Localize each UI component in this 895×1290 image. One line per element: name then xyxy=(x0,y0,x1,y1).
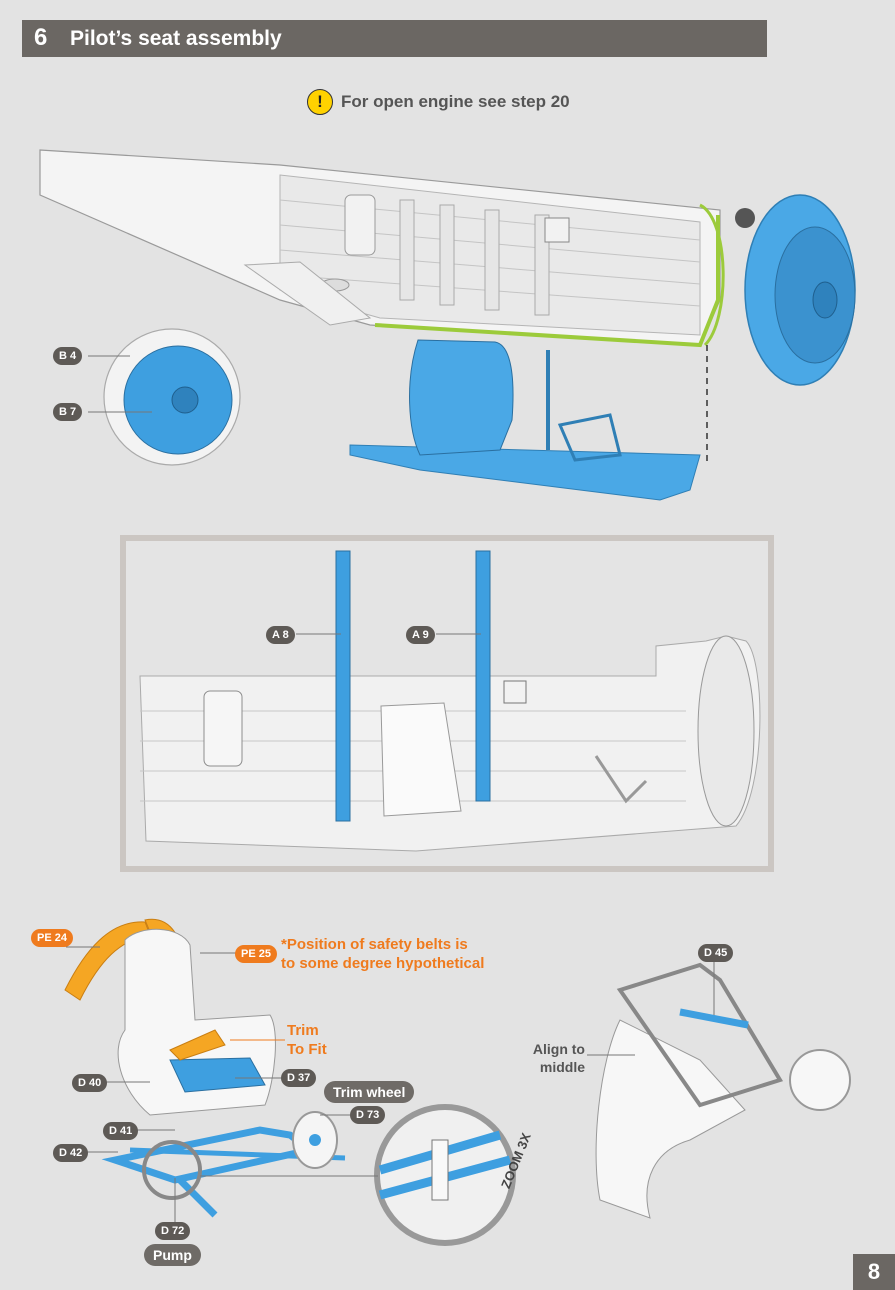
trim-to-fit-line1: Trim xyxy=(287,1022,319,1039)
exclamation-icon: ! xyxy=(307,89,333,115)
part-label-d40: D 40 xyxy=(72,1074,108,1092)
part-label-d42: D 42 xyxy=(53,1144,89,1162)
page-number: 8 xyxy=(853,1254,895,1290)
trim-to-fit-line2: To Fit xyxy=(287,1041,327,1058)
part-label-pe24: PE 24 xyxy=(31,929,73,947)
fuselage-illustration xyxy=(39,149,856,501)
part-label-a8: A 8 xyxy=(266,626,295,644)
open-engine-note: ! For open engine see step 20 xyxy=(307,89,570,115)
part-label-pe25: PE 25 xyxy=(235,945,277,963)
step-number: 6 xyxy=(34,24,48,51)
trim-to-fit-note: Trim To Fit xyxy=(287,1021,327,1059)
part-label-d72: D 72 xyxy=(155,1222,191,1240)
part-label-a9: A 9 xyxy=(406,626,435,644)
part-label-d45: D 45 xyxy=(698,944,734,962)
step-header: 6 Pilot’s seat assembly xyxy=(22,20,767,57)
trim-wheel-label: Trim wheel xyxy=(324,1081,415,1103)
align-note-line1: Align to xyxy=(532,1041,585,1057)
safety-note-line2: to some degree hypothetical xyxy=(281,955,485,972)
step-title: Pilot’s seat assembly xyxy=(70,27,282,50)
pump-label: Pump xyxy=(144,1244,201,1266)
safety-note-line1: *Position of safety belts is xyxy=(281,936,468,953)
cockpit-detail-frame xyxy=(120,535,774,872)
part-label-b7: B 7 xyxy=(53,403,83,421)
cockpit-illustration xyxy=(139,550,761,852)
part-label-d41: D 41 xyxy=(103,1122,139,1140)
note-text: For open engine see step 20 xyxy=(341,92,570,111)
part-label-b4: B 4 xyxy=(53,347,83,365)
align-to-middle-note: Align to middle xyxy=(520,1040,585,1076)
part-label-d73: D 73 xyxy=(350,1106,386,1124)
part-label-d37: D 37 xyxy=(281,1069,317,1087)
align-note-line2: middle xyxy=(539,1059,585,1075)
safety-belts-note: *Position of safety belts is to some deg… xyxy=(281,935,484,973)
